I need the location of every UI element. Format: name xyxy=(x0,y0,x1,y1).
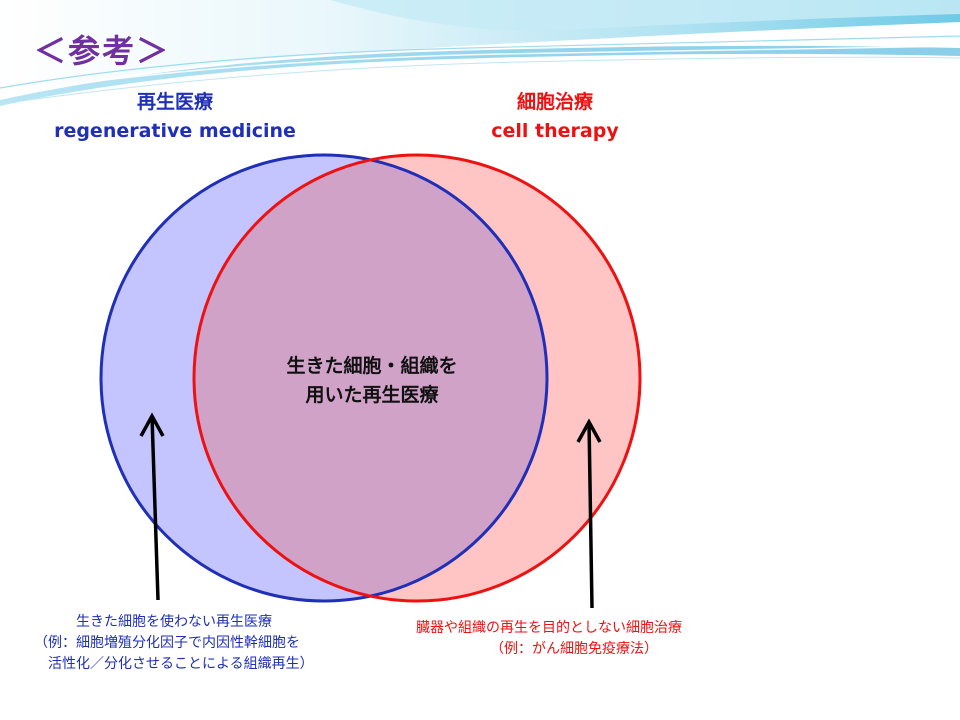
right-caption-line2: （例：がん細胞免疫療法） xyxy=(490,641,658,657)
overlap-text-line1: 生きた細胞・組織を xyxy=(286,355,458,377)
left-caption-line2: （例：細胞増殖分化因子で内因性幹細胞を xyxy=(34,635,300,651)
right-arrow-head xyxy=(576,418,602,443)
overlap-text: 生きた細胞・組織を 用いた再生医療 xyxy=(242,352,502,410)
regenerative-medicine-circle xyxy=(99,153,549,603)
overlap-text-line2: 用いた再生医療 xyxy=(305,384,439,406)
regenerative-medicine-label-en: regenerative medicine xyxy=(54,120,296,142)
cell-therapy-label-en: cell therapy xyxy=(491,120,619,142)
slide-title: ＜参考＞ xyxy=(34,32,171,70)
cell-therapy-label-ja: 細胞治療 xyxy=(516,91,593,113)
right-caption-line1: 臓器や組織の再生を目的としない細胞治療 xyxy=(416,620,682,636)
right-arrow xyxy=(587,421,594,609)
left-arrow xyxy=(150,415,160,601)
cell-therapy-circle xyxy=(192,153,642,603)
cell-therapy-non-regenerative-caption: 臓器や組織の再生を目的としない細胞治療 （例：がん細胞免疫療法） xyxy=(416,618,682,660)
regenerative-medicine-label: 再生医療 regenerative medicine xyxy=(40,88,310,146)
regenerative-without-cells-caption: 生きた細胞を使わない再生医療 （例：細胞増殖分化因子で内因性幹細胞を 活性化／分… xyxy=(34,612,314,675)
cell-therapy-label: 細胞治療 cell therapy xyxy=(430,88,680,146)
left-caption-line1: 生きた細胞を使わない再生医療 xyxy=(76,614,272,630)
left-caption-line3: 活性化／分化させることによる組織再生） xyxy=(48,656,314,672)
left-arrow-head xyxy=(139,412,165,437)
regenerative-medicine-label-ja: 再生医療 xyxy=(136,91,213,113)
